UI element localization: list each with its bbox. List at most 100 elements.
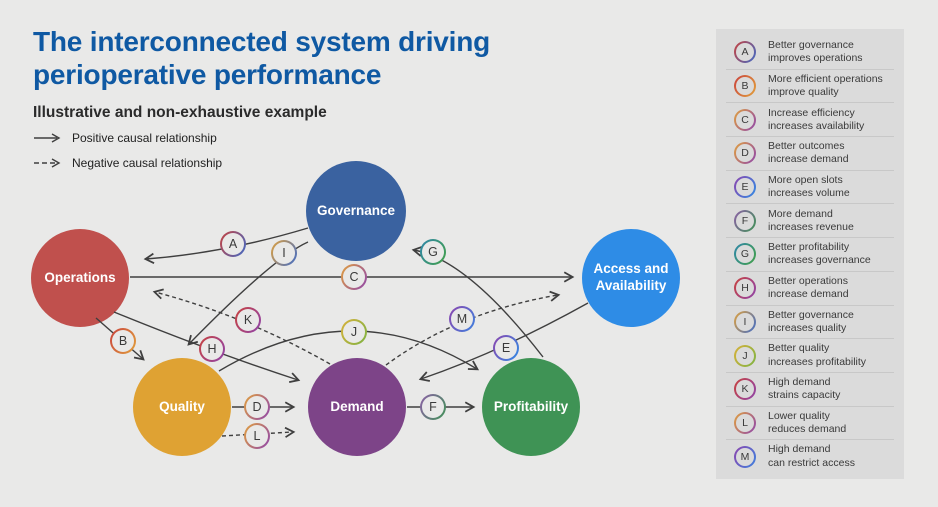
solid-arrow-icon bbox=[34, 133, 61, 143]
connector-badge-k: K bbox=[235, 307, 261, 333]
page-subtitle: Illustrative and non-exhaustive example bbox=[33, 104, 327, 121]
legend-badge-m: M bbox=[734, 445, 756, 468]
connector-badge-h: H bbox=[199, 336, 225, 362]
node-demand-label: Demand bbox=[330, 398, 384, 414]
legend-text-k-line2: strains capacity bbox=[768, 389, 841, 402]
node-quality-label: Quality bbox=[159, 398, 205, 414]
page-title-line1: The interconnected system driving bbox=[33, 26, 491, 57]
legend-badge-e: E bbox=[734, 176, 756, 199]
node-demand: Demand bbox=[308, 358, 406, 456]
legend-text-c-line2: increases availability bbox=[768, 119, 865, 132]
legend-text-f-line2: increases revenue bbox=[768, 220, 854, 233]
page-title-line2: perioperative performance bbox=[33, 58, 382, 90]
key-positive-label: Positive causal relationship bbox=[72, 131, 217, 145]
legend-text-g-line2: increases governance bbox=[768, 254, 871, 267]
legend-text-h-line2: increase demand bbox=[768, 288, 849, 301]
connector-badge-b: B bbox=[110, 328, 136, 354]
connector-badge-i: I bbox=[271, 240, 297, 266]
connector-badge-c: C bbox=[341, 264, 367, 290]
connector-badge-a-letter: A bbox=[222, 233, 244, 255]
legend-text-b-line1: More efficient operations bbox=[768, 72, 883, 85]
connector-badge-c-letter: C bbox=[343, 266, 365, 288]
legend-badge-e-letter: E bbox=[736, 178, 754, 197]
connector-badge-l-letter: L bbox=[246, 425, 268, 447]
legend-badge-k-letter: K bbox=[736, 380, 754, 399]
legend-text-d-line2: increase demand bbox=[768, 153, 849, 166]
connector-badge-g: G bbox=[420, 239, 446, 265]
connector-badge-k-letter: K bbox=[237, 309, 259, 331]
arrow-m-demand-access bbox=[385, 290, 561, 366]
legend-text-k-line1: High demand bbox=[768, 376, 831, 389]
legend-text-h-line1: Better operations bbox=[768, 275, 848, 288]
legend-badge-h-letter: H bbox=[736, 279, 754, 298]
legend-text-m-line1: High demand bbox=[768, 443, 831, 456]
legend-badge-a: A bbox=[734, 41, 756, 64]
node-profitability: Profitability bbox=[482, 358, 580, 456]
connector-badge-d: D bbox=[244, 394, 270, 420]
legend-badge-a-letter: A bbox=[736, 43, 754, 62]
node-profitability-label: Profitability bbox=[493, 398, 569, 414]
connector-badge-j-letter: J bbox=[343, 321, 365, 343]
legend-text-i-line1: Better governance bbox=[768, 308, 854, 321]
legend-text-l-line1: Lower quality bbox=[768, 409, 830, 422]
node-access-availability: Access and Availability bbox=[582, 229, 680, 327]
legend-text-j-line1: Better quality bbox=[768, 342, 830, 355]
legend-badge-b-letter: B bbox=[736, 77, 754, 96]
node-access-availability-label: Access and Availability bbox=[593, 261, 669, 293]
legend-text-g-line1: Better profitability bbox=[768, 241, 850, 254]
node-operations-label: Operations bbox=[44, 269, 116, 285]
legend-badge-g-letter: G bbox=[736, 245, 754, 264]
legend-text-f-line1: More demand bbox=[768, 207, 833, 220]
legend-text-c-line1: Increase efficiency bbox=[768, 106, 855, 119]
legend-badge-i-letter: I bbox=[736, 312, 754, 331]
legend-text-j-line2: increases profitability bbox=[768, 355, 867, 368]
connector-badge-g-letter: G bbox=[422, 241, 444, 263]
legend-text-a-line2: improves operations bbox=[768, 52, 863, 65]
connector-badge-e: E bbox=[493, 335, 519, 361]
legend-badge-h: H bbox=[734, 277, 756, 300]
legend-text-e-line1: More open slots bbox=[768, 173, 843, 186]
dashed-arrow-icon bbox=[34, 158, 61, 168]
legend-text-i-line2: increases quality bbox=[768, 321, 847, 334]
legend-badge-l-letter: L bbox=[736, 413, 754, 432]
node-governance: Governance bbox=[306, 161, 406, 261]
key-negative-label: Negative causal relationship bbox=[72, 156, 223, 170]
node-operations: Operations bbox=[31, 229, 129, 327]
legend-badge-m-letter: M bbox=[736, 447, 754, 466]
connector-badge-a: A bbox=[220, 231, 246, 257]
connector-badge-m-letter: M bbox=[451, 308, 473, 330]
connector-badge-d-letter: D bbox=[246, 396, 268, 418]
legend-badge-f-letter: F bbox=[736, 211, 754, 230]
legend-text-l-line2: reduces demand bbox=[768, 422, 847, 435]
legend-badge-d: D bbox=[734, 142, 756, 165]
legend-badge-b: B bbox=[734, 75, 756, 98]
connector-badge-l: L bbox=[244, 423, 270, 449]
legend-badge-f: F bbox=[734, 209, 756, 232]
page-title: The interconnected system driving periop… bbox=[33, 26, 490, 92]
node-governance-label: Governance bbox=[316, 202, 396, 218]
connector-badge-b-letter: B bbox=[112, 330, 134, 352]
legend-text-a-line1: Better governance bbox=[768, 39, 854, 52]
